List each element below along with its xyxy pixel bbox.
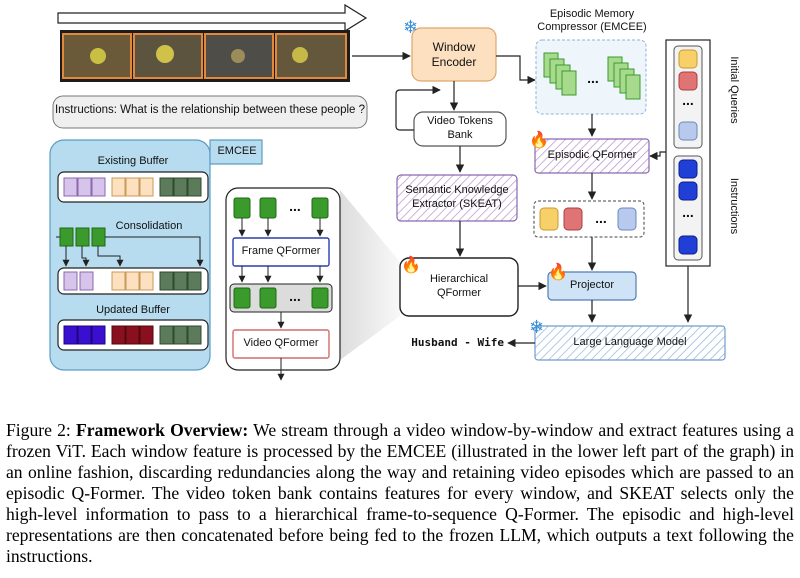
consolidation-label: Consolidation xyxy=(115,220,183,232)
snowflake-icon: ❄ xyxy=(403,17,418,38)
initial-queries-label: Initial Queries xyxy=(728,56,740,124)
projector-label: Projector xyxy=(569,279,615,292)
caption-text: We stream through a video window-by-wind… xyxy=(6,420,794,566)
instructions-label: Instructions xyxy=(728,177,740,235)
hier-input-tokens xyxy=(233,197,329,219)
emcee-tag: EMCEE xyxy=(217,145,257,157)
hier-detail-panel xyxy=(225,187,341,371)
ellipsis-instructions: ... xyxy=(682,204,694,220)
caption-title: Framework Overview: xyxy=(76,420,249,440)
skeat-label: Semantic Knowledge Extractor (SKEAT) xyxy=(405,184,509,210)
hierarchical-qformer-label: Hierarchical QFormer xyxy=(429,273,489,299)
emcee-memory-stacks xyxy=(543,52,641,100)
instruction-text: Instructions: What is the relationship b… xyxy=(54,104,366,116)
video-frames-strip xyxy=(60,30,350,82)
consolidated-buffer-tokens xyxy=(63,271,202,291)
emcee-title: Episodic Memory Compressor (EMCEE) xyxy=(537,8,647,33)
output-text: Husband - Wife xyxy=(411,336,504,349)
window-encoder-label: Window Encoder xyxy=(431,39,477,69)
skeat-box xyxy=(396,174,518,222)
instruction-bubble xyxy=(52,95,368,129)
llm-label: Large Language Model xyxy=(573,336,687,349)
hierarchical-qformer-box xyxy=(399,257,519,317)
stream-arrow-icon xyxy=(57,3,368,33)
video-qformer-label: Video QFormer xyxy=(243,337,319,350)
ellipsis-queries: ... xyxy=(682,92,694,108)
frame-qformer-label: Frame QFormer xyxy=(241,245,321,258)
episodic-output-tokens xyxy=(539,207,637,231)
existing-buffer-label: Existing Buffer xyxy=(97,155,169,167)
fire-icon: 🔥 xyxy=(529,130,549,149)
fire-icon: 🔥 xyxy=(548,262,568,281)
fire-icon: 🔥 xyxy=(401,255,421,274)
caption-label: Figure 2: xyxy=(6,420,71,440)
snowflake-icon: ❄ xyxy=(529,317,544,338)
episodic-qformer-label: Episodic QFormer xyxy=(547,149,637,162)
consolidation-tokens xyxy=(59,227,106,247)
framework-diagram: ❄ 🔥 🔥 xyxy=(49,3,726,381)
existing-buffer-tokens xyxy=(63,177,202,197)
updated-buffer-label: Updated Buffer xyxy=(96,304,170,316)
hier-frame-tokens xyxy=(233,287,329,309)
figure-caption: Figure 2: Framework Overview: We stream … xyxy=(6,420,794,567)
ellipsis-tokens: ... xyxy=(595,210,607,226)
frame-qformer-box xyxy=(232,237,330,267)
ellipsis-hier-top: ... xyxy=(289,198,301,214)
ellipsis-emcee: ... xyxy=(587,70,599,86)
updated-buffer-tokens xyxy=(63,325,202,345)
video-tokens-bank-label: Video Tokens Bank xyxy=(427,115,493,141)
ellipsis-hier-mid: ... xyxy=(289,288,301,304)
